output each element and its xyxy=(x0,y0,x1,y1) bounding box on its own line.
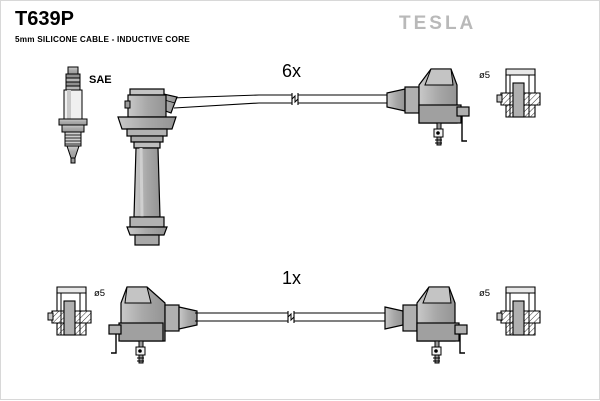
diameter-label-top: ø5 xyxy=(479,70,490,81)
ignition-cable-bottom xyxy=(195,311,387,323)
sae-label: SAE xyxy=(89,74,112,86)
page-title: T639P xyxy=(15,8,74,30)
grommet-seal-top: ø5 xyxy=(479,68,541,118)
grommet-seal-bottom-right: ø5 xyxy=(479,286,541,336)
quantity-label-top: 6x xyxy=(282,61,301,81)
grommet-seal-bottom-left: ø5 xyxy=(47,286,105,336)
quantity-label-bottom: 1x xyxy=(282,268,301,288)
spark-plug-boot xyxy=(117,88,260,246)
diameter-label-bottom-left: ø5 xyxy=(94,288,105,299)
top-assembly: 6x SAE xyxy=(58,61,541,246)
ignition-cable-top xyxy=(259,93,391,105)
bottom-assembly: 1x ø5 xyxy=(47,268,541,364)
connector-bottom-right xyxy=(384,286,468,364)
connector-bottom-left xyxy=(108,286,198,364)
header: T639P 5mm SILICONE CABLE - INDUCTIVE COR… xyxy=(15,8,476,44)
sae-spark-plug-icon: SAE xyxy=(58,66,112,164)
brand-logo: TESLA xyxy=(399,13,476,34)
coil-connector-top xyxy=(386,68,470,146)
page-subtitle: 5mm SILICONE CABLE - INDUCTIVE CORE xyxy=(15,35,190,44)
diameter-label-bottom-right: ø5 xyxy=(479,288,490,299)
